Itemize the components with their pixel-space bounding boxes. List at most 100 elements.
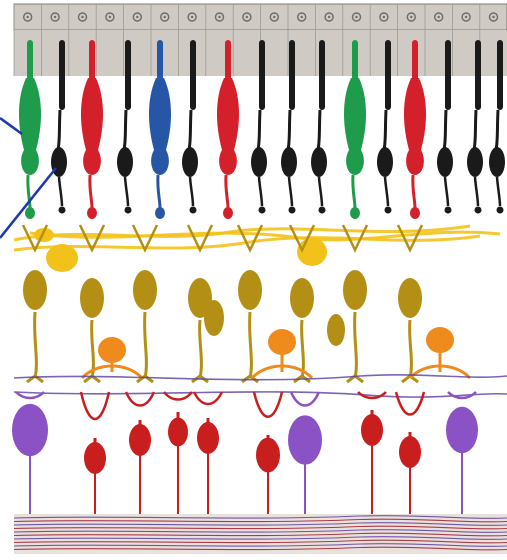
ganglion-soma [288,415,322,464]
spherule [475,207,482,214]
epithelium-nucleolus [109,16,111,18]
bipolar-axon [200,320,202,378]
epithelium-nucleolus [273,16,275,18]
outer-segment [190,40,196,110]
stratum-line [14,392,507,397]
axon [59,177,62,206]
axon [158,175,160,208]
synaptic-pedicle [155,207,165,219]
amacrine-soma [268,329,296,355]
axon [259,177,262,206]
amacrine-soma [426,327,454,353]
rod-fiber [288,110,290,150]
synaptic-pedicle [25,207,35,219]
rod-nucleus [182,147,198,177]
ganglion-soma [129,424,151,456]
bipolar-cell [80,225,104,382]
axon [385,177,388,206]
outer-segment [27,40,33,80]
ganglion-dendrites [194,392,222,404]
outer-segment [412,40,418,80]
inner-segment [149,78,171,175]
ganglion-soma [399,436,421,468]
epithelium-nucleolus [465,16,467,18]
epithelium-nucleolus [438,16,440,18]
bipolar-layer [23,225,422,382]
ganglion-cell [164,392,192,515]
bipolar-cell [398,225,422,382]
bipolar-soma [290,278,314,318]
epithelium-nucleolus [328,16,330,18]
rod-fiber [444,110,446,150]
outer-segment [89,40,95,80]
axon [319,177,322,206]
ganglion-cell [396,392,424,515]
ganglion-soma [256,438,280,473]
epithelium-nucleolus [27,16,29,18]
ganglion-soma [446,407,478,453]
rod-nucleus [489,147,505,177]
rod-nucleus [467,147,483,177]
bipolar-axon [35,312,37,378]
bipolar-soma [204,300,224,336]
amacrine-cell [410,327,470,378]
ganglion-cell [12,392,48,515]
axon [90,175,92,208]
epithelium-nucleolus [410,16,412,18]
bipolar-axon [250,312,252,378]
bipolar-soma [133,270,157,310]
spherule [385,207,392,214]
ganglion-dendrites [291,392,319,406]
outer-segment [445,40,451,110]
rod-fiber [189,110,191,150]
synaptic-pedicle [410,207,420,219]
spherule [190,207,197,214]
ganglion-layer [12,392,478,515]
epithelium-nucleolus [301,16,303,18]
ganglion-dendrites [396,392,424,415]
ganglion-cell [254,392,282,515]
bipolar-axon [410,320,412,378]
ganglion-cell [446,392,478,515]
epithelium-nucleolus [218,16,220,18]
outer-segment [497,40,503,110]
epithelium-nucleolus [81,16,83,18]
bipolar-soma [343,270,367,310]
bipolar-soma [398,278,422,318]
axon [125,177,128,206]
rod-nucleus [311,147,327,177]
axon [445,177,448,206]
axon [353,175,355,208]
axon [413,175,415,208]
rod-fiber [124,110,126,150]
ganglion-soma [12,404,48,456]
inner-segment [217,78,239,175]
ganglion-cell [194,392,222,515]
ganglion-cell [126,392,154,515]
epithelium-nucleolus [54,16,56,18]
bipolar-soma [327,314,345,346]
inner-segment [344,78,366,175]
spherule [497,207,504,214]
spherule [259,207,266,214]
rod-nucleus [251,147,267,177]
bipolar-soma [80,278,104,318]
epithelium-nucleolus [383,16,385,18]
epithelium-nucleolus [164,16,166,18]
inner-segment [19,78,41,175]
rod-fiber [258,110,260,150]
bipolar-axon [145,312,147,378]
synaptic-pedicle [223,207,233,219]
rod-fiber [496,110,498,150]
rod-nucleus [437,147,453,177]
axon [475,177,478,206]
ganglion-dendrites [81,392,109,419]
spherule [319,207,326,214]
rod-fiber [384,110,386,150]
bipolar-dendrites [398,225,422,250]
spherule [289,207,296,214]
ganglion-soma [361,414,383,446]
bipolar-cell [238,225,262,382]
ganglion-soma [197,422,219,454]
